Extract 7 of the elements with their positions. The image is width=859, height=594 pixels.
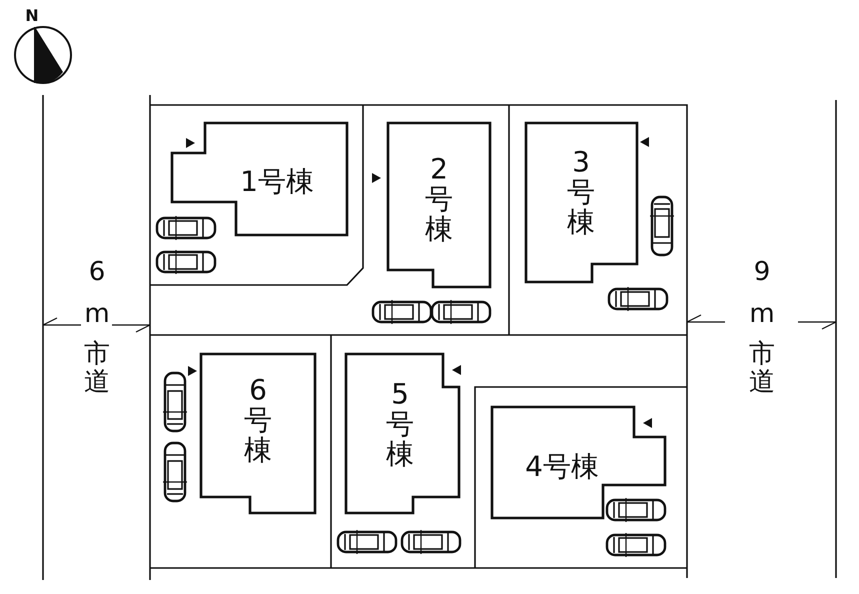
- building-label: 3号棟: [566, 148, 596, 238]
- building-label: 4号棟: [525, 453, 599, 481]
- north-label: N: [25, 8, 39, 24]
- building-label: 2号棟: [424, 154, 454, 246]
- building-label: 1号棟: [240, 168, 314, 196]
- building-label: 6号棟: [243, 376, 273, 466]
- building-label: 5号棟: [385, 380, 415, 470]
